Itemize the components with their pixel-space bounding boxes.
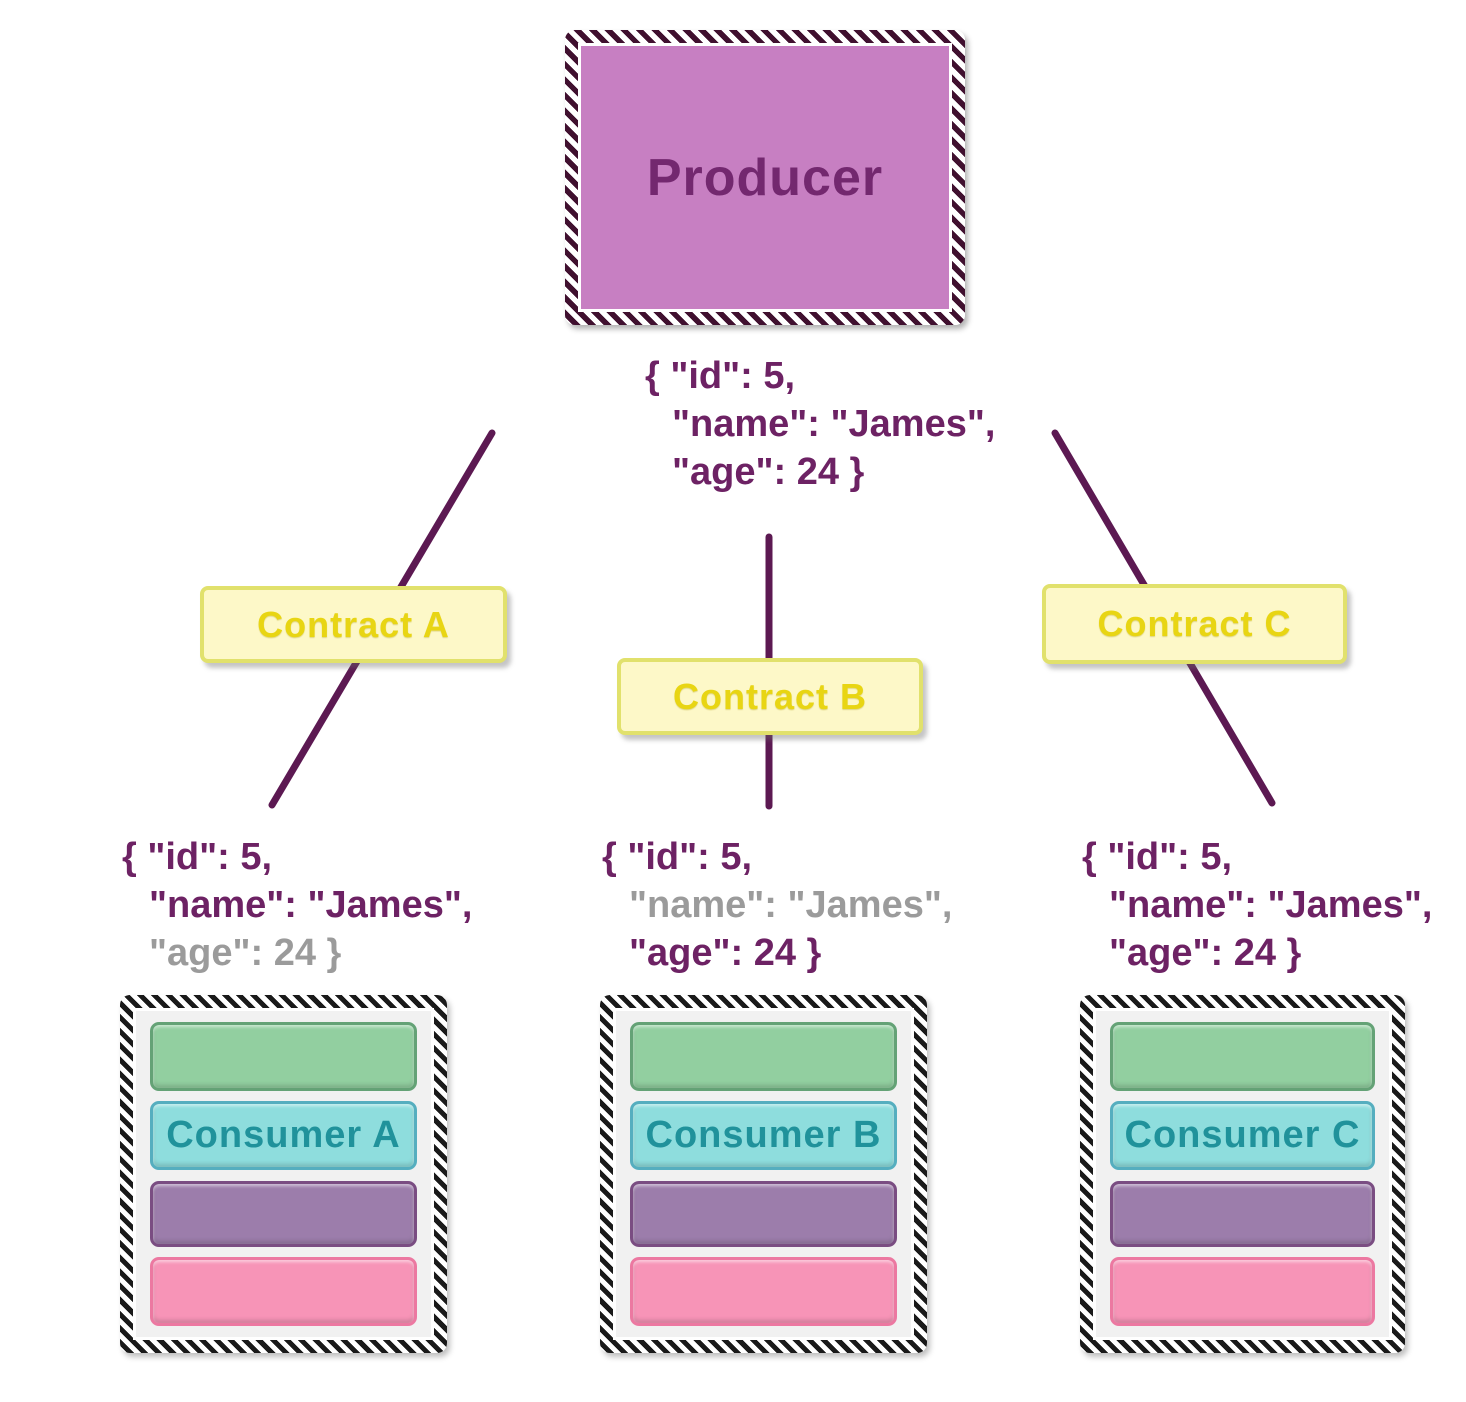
consumer-a-label: Consumer A	[166, 1114, 401, 1157]
json-line: "name": "James",	[629, 884, 953, 926]
contract-b-box: Contract B	[617, 658, 923, 735]
consumer-a-slot-pink	[150, 1256, 417, 1326]
consumer-b-slot-green	[630, 1022, 897, 1091]
json-line: { "id": 5,	[122, 836, 273, 878]
producer-box: Producer	[565, 30, 965, 325]
consumer-c-slot-green	[1110, 1022, 1375, 1091]
contract-c-label: Contract C	[1097, 603, 1292, 644]
json-line: { "id": 5,	[602, 836, 753, 878]
json-line: "age": 24 }	[149, 932, 342, 974]
producer-message: { "id": 5, "name": "James", "age": 24 }	[645, 352, 995, 496]
consumer-b-slot-teal: Consumer B	[630, 1101, 897, 1171]
consumer-b-label: Consumer B	[645, 1114, 882, 1157]
consumer-a-slot-teal: Consumer A	[150, 1101, 417, 1171]
consumer-a-box: Consumer A	[120, 995, 447, 1353]
consumer-b-slot-pink	[630, 1256, 897, 1326]
contract-c-box: Contract C	[1042, 584, 1347, 664]
consumer-c-box: Consumer C	[1080, 995, 1405, 1353]
consumer-c-slot-purple	[1110, 1180, 1375, 1247]
message-consumer-b: { "id": 5, "name": "James", "age": 24 }	[602, 833, 952, 977]
consumer-c-label: Consumer C	[1124, 1114, 1361, 1157]
consumer-a-slot-green	[150, 1022, 417, 1091]
consumer-c-slot-pink	[1110, 1256, 1375, 1326]
contract-a-box: Contract A	[200, 586, 507, 663]
consumer-a-stack: Consumer A	[133, 1008, 434, 1340]
message-consumer-a: { "id": 5, "name": "James", "age": 24 }	[122, 833, 472, 977]
consumer-b-box: Consumer B	[600, 995, 927, 1353]
json-line: "age": 24 }	[1109, 932, 1302, 974]
message-consumer-c: { "id": 5, "name": "James", "age": 24 }	[1082, 833, 1432, 977]
contract-b-label: Contract B	[672, 675, 867, 717]
json-line: { "id": 5,	[1082, 836, 1233, 878]
consumer-c-slot-teal: Consumer C	[1110, 1101, 1375, 1171]
consumer-b-slot-purple	[630, 1180, 897, 1247]
json-line: "name": "James",	[672, 403, 996, 445]
consumer-a-slot-purple	[150, 1180, 417, 1247]
producer-label: Producer	[578, 43, 952, 312]
json-line: "name": "James",	[1109, 884, 1433, 926]
json-line: "age": 24 }	[629, 932, 822, 974]
consumer-b-stack: Consumer B	[613, 1008, 914, 1340]
json-line: "name": "James",	[149, 884, 473, 926]
contract-a-label: Contract A	[257, 603, 450, 645]
consumer-c-stack: Consumer C	[1093, 1008, 1392, 1340]
json-line: "age": 24 }	[672, 451, 865, 493]
json-line: { "id": 5,	[645, 355, 796, 397]
